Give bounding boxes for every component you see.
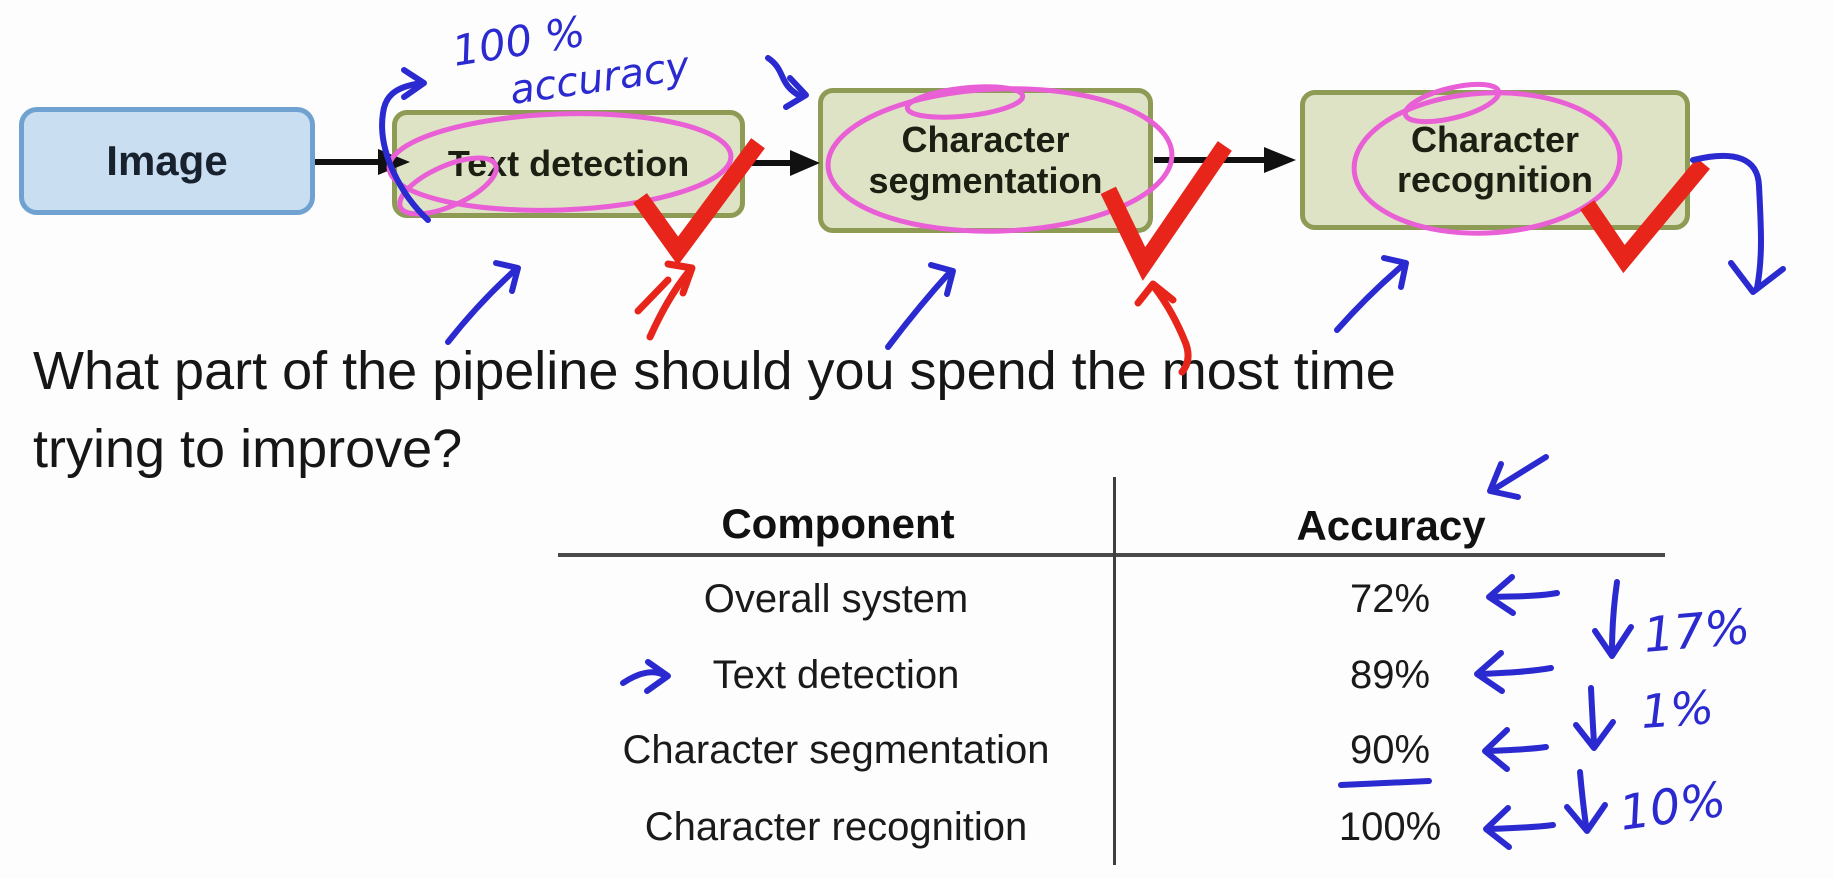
table-horizontal-rule [558,553,1665,557]
table-cell-component-text-detection: Text detection [712,653,960,697]
pipeline-arrow-3 [1154,147,1296,173]
blue-down-arrow-17-icon [1592,579,1634,659]
pipeline-arrow-2 [746,150,820,176]
blue-left-arrow-89-icon [1474,650,1554,694]
handwritten-delta-17-label: 17% [1641,599,1752,664]
pipeline-box-text-detection: Text detection [392,110,745,218]
blue-arrow-to-accuracy-header-icon [1487,454,1549,500]
blue-arrow-under-character-segmentation-icon [885,262,956,350]
pipeline-box-character-segmentation-label: Character segmentation [868,119,1103,201]
handwritten-100-percent-label: 100 % [449,7,588,76]
table-vertical-rule [1113,477,1116,865]
pipeline-box-character-recognition: Character recognition [1300,90,1690,230]
table-cell-accuracy-character-recognition: 100% [1338,805,1442,849]
blue-left-arrow-100-icon [1483,805,1556,850]
pipeline-box-text-detection-label: Text detection [447,142,690,184]
question-line-1: What part of the pipeline should you spe… [33,341,1396,401]
blue-curvy-arrow-top-middle-icon [765,55,809,110]
blue-down-arrow-1-icon [1573,685,1616,751]
handwritten-delta-10-label: 10% [1616,772,1729,842]
pipeline-box-image-label: Image [106,137,228,185]
handwritten-delta-1-label: 1% [1639,680,1716,739]
blue-left-arrow-90-icon [1482,727,1549,772]
blue-down-arrow-10-icon [1564,769,1608,834]
blue-underline-90-icon [1338,778,1432,788]
pipeline-box-character-segmentation: Character segmentation [818,88,1153,233]
table-header-component: Component [721,500,955,547]
blue-arrow-under-character-recognition-icon [1334,255,1409,333]
question-line-2: trying to improve? [33,419,463,479]
pipeline-box-character-recognition-label: Character recognition [1397,118,1593,200]
handwritten-accuracy-label: accuracy [507,43,693,114]
table-cell-accuracy-character-segmentation: 90% [1349,728,1431,772]
pipeline-box-image: Image [19,107,315,215]
table-cell-component-overall-system: Overall system [703,577,969,621]
blue-arrow-under-text-detection-icon [445,260,521,345]
table-cell-component-character-recognition: Character recognition [644,805,1028,849]
blue-arrow-pipeline-output-icon [1690,152,1786,295]
table-cell-accuracy-overall-system: 72% [1349,577,1431,621]
table-header-accuracy: Accuracy [1296,502,1486,549]
table-cell-accuracy-text-detection: 89% [1349,653,1431,697]
table-cell-component-character-segmentation: Character segmentation [622,728,1050,772]
blue-left-arrow-72-icon [1486,574,1560,616]
red-arrow-under-text-detection-icon [634,260,696,341]
